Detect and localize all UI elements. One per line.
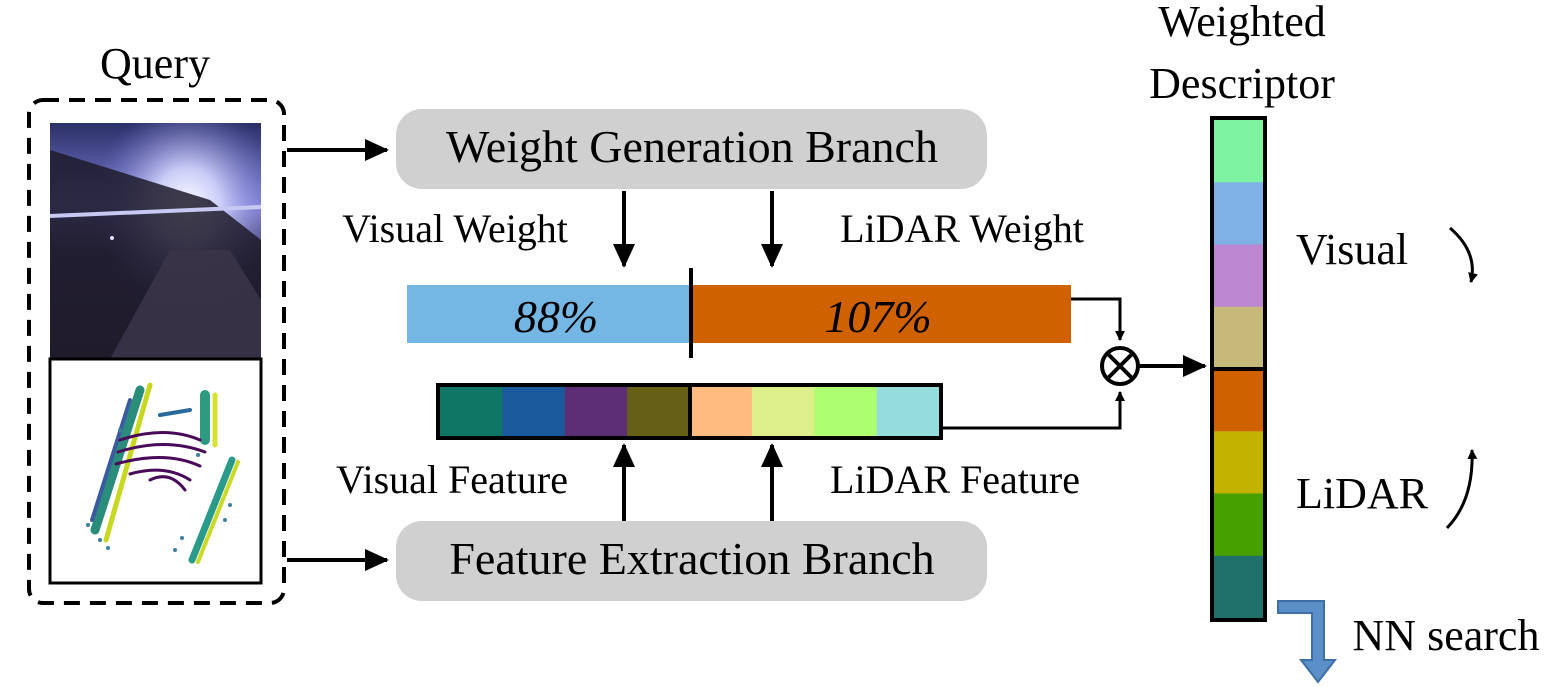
descriptor-lidar-cell (1214, 493, 1263, 557)
visual-feature-cell (627, 387, 690, 436)
descriptor-visual-label: Visual (1296, 225, 1408, 274)
weight-generation-branch (396, 109, 987, 189)
feature-vector (440, 387, 940, 436)
weighted-descriptor (1214, 120, 1263, 619)
visual-feature-cell (440, 387, 503, 436)
visual-feature-cell (564, 387, 628, 436)
visual-weight-label: Visual Weight (342, 206, 568, 251)
weighted-descriptor-title-line1: Weighted (1158, 0, 1326, 46)
connector-weights-to-multiply (1071, 297, 1125, 341)
descriptor-lidar-label: LiDAR (1296, 469, 1429, 518)
lidar-feature-label: LiDAR Feature (830, 457, 1080, 502)
lidar-feature-cell (876, 387, 940, 436)
nn-search-arrow-icon (1277, 600, 1338, 684)
lidar-weight-label: LiDAR Weight (840, 206, 1084, 251)
nn-search-label: NN search (1353, 611, 1540, 660)
feature-extraction-branch (396, 521, 987, 601)
camera-image (49, 123, 262, 359)
visual-weight-bar (407, 285, 691, 343)
descriptor-visual-cell (1214, 244, 1263, 308)
weight-generation-branch-label: Weight Generation Branch (446, 121, 938, 172)
lidar-feature-cell (689, 387, 753, 436)
visual-feature-label: Visual Feature (336, 457, 568, 502)
descriptor-lidar-cell (1214, 555, 1263, 619)
descriptor-visual-cell (1214, 306, 1263, 370)
multiply-operator-icon (1100, 346, 1140, 386)
visual-down-curved-arrow (1449, 226, 1478, 283)
descriptor-visual-cell (1214, 182, 1263, 245)
lidar-weight-bar (691, 285, 1071, 343)
lidar-feature-cell (814, 387, 878, 436)
visual-weight-value: 88% (514, 291, 598, 342)
feature-extraction-branch-label: Feature Extraction Branch (449, 533, 934, 584)
lidar-feature-cell (751, 387, 815, 436)
lidar-weight-value: 107% (824, 291, 931, 342)
descriptor-lidar-cell (1214, 369, 1263, 432)
lidar-up-curved-arrow (1445, 449, 1478, 530)
descriptor-visual-cell (1214, 120, 1263, 183)
lidar-pointcloud-image (48, 357, 263, 585)
connector-features-to-multiply (941, 391, 1125, 430)
query-dashed-box (27, 98, 286, 605)
visual-feature-cell (502, 387, 566, 436)
query-label: Query (100, 39, 210, 88)
descriptor-lidar-cell (1214, 431, 1263, 494)
weighted-descriptor-title-line2: Descriptor (1149, 59, 1335, 108)
